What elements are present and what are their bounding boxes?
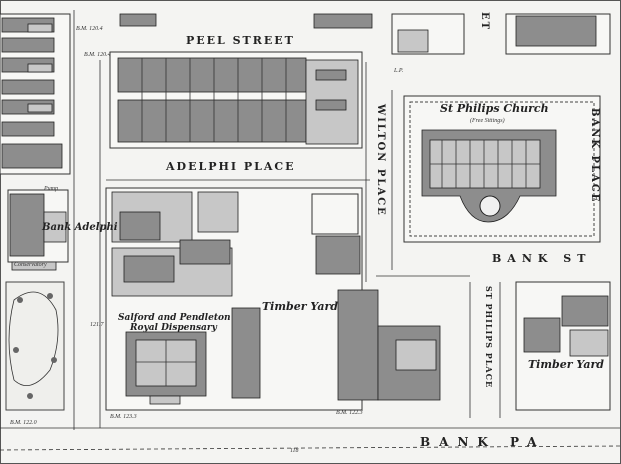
top-blocks — [119, 13, 611, 55]
street-name-bank-parade: BANK PA — [420, 435, 546, 449]
lower-right-block — [515, 281, 611, 411]
garden-area — [5, 281, 65, 411]
church-sublabel: (Free Sittings) — [470, 117, 505, 124]
street-name-adelphi: ADELPHI PLACE — [165, 160, 296, 173]
timber-yard-label-2: Timber Yard — [528, 358, 604, 371]
spot-height-121: 121.7 — [90, 322, 105, 328]
kerb-lines — [0, 10, 621, 451]
street-name-bank-st: BANK ST — [492, 252, 591, 265]
street-name-peel: PEEL STREET — [186, 34, 295, 47]
left-building-strip — [0, 13, 71, 175]
bench-mark-1: B.M. 120.4 — [76, 25, 103, 32]
terrace-block — [109, 51, 363, 149]
lamp-post-marker: L.P. — [393, 68, 403, 74]
church-block — [403, 95, 601, 243]
street-name-partial-top: ET — [479, 12, 490, 31]
timber-yard-label: Timber Yard — [262, 300, 338, 313]
dispensary-label-line1: Salford and Pendleton — [118, 313, 231, 323]
pump-label: Pump — [43, 186, 58, 192]
street-name-wilton: WILTON PLACE — [375, 103, 386, 217]
street-name-st-philips-place: ST PHILIPS PLACE — [484, 286, 494, 388]
bank-adelphi-label: Bank Adelphi — [41, 222, 118, 233]
street-name-bank-place: BANK PLACE — [589, 108, 600, 203]
bank-adelphi-block — [7, 189, 69, 271]
church-label: St Philips Church — [440, 102, 549, 115]
spot-height-118: 118 — [290, 448, 299, 454]
lower-left-block — [105, 187, 441, 411]
conservatory-label: Conservatory — [14, 262, 47, 268]
bench-mark-3: B.M. 122.3 — [336, 410, 363, 416]
bench-mark-5: B.M. 123.3 — [110, 414, 137, 420]
bench-mark-4: B.M. 122.0 — [10, 420, 37, 426]
dispensary-label-line2: Royal Dispensary — [129, 323, 218, 333]
bench-mark-2: B.M. 120.4 — [84, 51, 111, 58]
